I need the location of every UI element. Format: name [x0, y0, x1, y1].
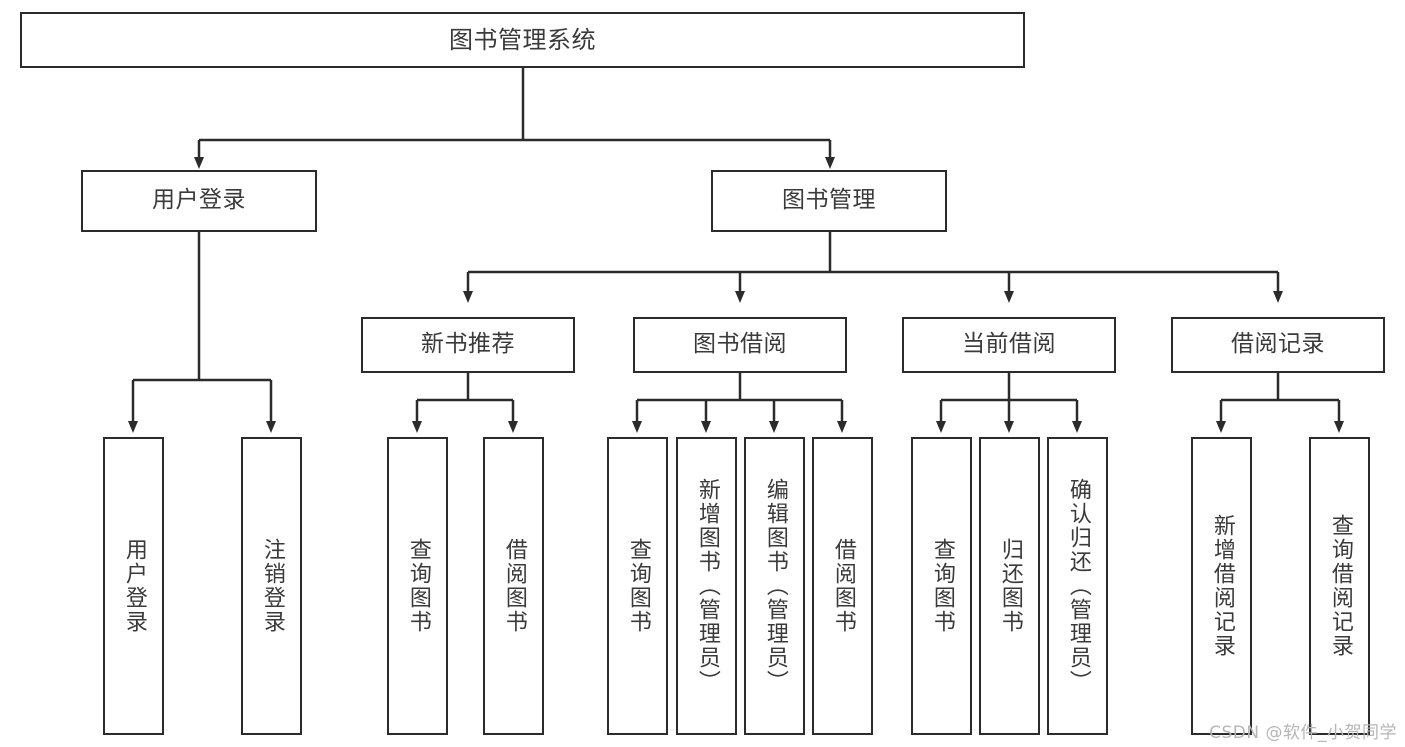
node-label: 注销登录 [259, 538, 285, 634]
node-label: 借阅记录 [1231, 331, 1325, 358]
watermark-text: CSDN @软件_小贺同学 [1209, 723, 1397, 743]
node-borrow-records[interactable]: 借阅记录 [1171, 317, 1385, 373]
node-label: 查询图书 [405, 538, 431, 634]
node-book-borrow[interactable]: 图书借阅 [633, 317, 847, 373]
node-current-borrow[interactable]: 当前借阅 [902, 317, 1116, 373]
node-label: 新书推荐 [421, 331, 515, 358]
leaf-borrow-query-book[interactable]: 查询图书 [607, 437, 668, 735]
leaf-records-query-record[interactable]: 查询借阅记录 [1309, 437, 1370, 735]
leaf-borrow-borrow-book[interactable]: 借阅图书 [812, 437, 873, 735]
node-label: 查询借阅记录 [1327, 514, 1353, 658]
node-label: 编辑图书（管理员） [762, 478, 788, 694]
leaf-borrow-add-book-admin[interactable]: 新增图书（管理员） [676, 437, 737, 735]
node-label: 用户登录 [152, 187, 246, 214]
leaf-records-add-record[interactable]: 新增借阅记录 [1191, 437, 1252, 735]
node-label: 新增借阅记录 [1209, 514, 1235, 658]
node-label: 确认归还（管理员） [1065, 478, 1091, 694]
node-label: 借阅图书 [830, 538, 856, 634]
node-root-book-management-system[interactable]: 图书管理系统 [20, 12, 1025, 68]
node-label: 归还图书 [997, 538, 1023, 634]
leaf-borrow-edit-book-admin[interactable]: 编辑图书（管理员） [744, 437, 805, 735]
leaf-user-login-login[interactable]: 用户登录 [103, 437, 164, 735]
leaf-new-book-borrow-book[interactable]: 借阅图书 [483, 437, 544, 735]
node-user-login[interactable]: 用户登录 [81, 170, 317, 232]
node-label: 查询图书 [929, 538, 955, 634]
leaf-user-login-logout[interactable]: 注销登录 [241, 437, 302, 735]
node-label: 当前借阅 [962, 331, 1056, 358]
node-label: 图书借阅 [693, 331, 787, 358]
node-label: 图书管理系统 [449, 25, 596, 54]
leaf-current-confirm-return-admin[interactable]: 确认归还（管理员） [1047, 437, 1108, 735]
leaf-new-book-query-book[interactable]: 查询图书 [387, 437, 448, 735]
node-label: 查询图书 [625, 538, 651, 634]
node-label: 借阅图书 [501, 538, 527, 634]
node-label: 用户登录 [121, 538, 147, 634]
node-label: 新增图书（管理员） [694, 478, 720, 694]
leaf-current-return-book[interactable]: 归还图书 [979, 437, 1040, 735]
leaf-current-query-book[interactable]: 查询图书 [911, 437, 972, 735]
node-new-book-recommend[interactable]: 新书推荐 [361, 317, 575, 373]
node-book-management[interactable]: 图书管理 [711, 170, 947, 232]
node-label: 图书管理 [782, 187, 876, 214]
